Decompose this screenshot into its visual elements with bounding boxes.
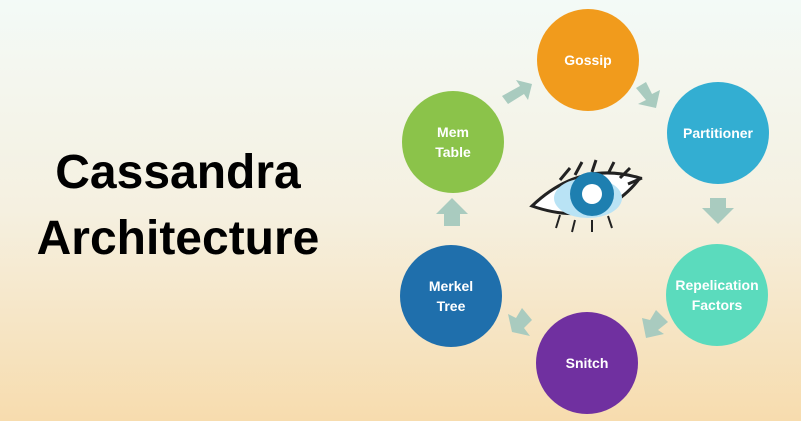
node-snitch: Snitch (536, 312, 638, 414)
arrow-mem-to-gossip (502, 80, 532, 104)
node-label: Gossip (564, 52, 612, 68)
node-label: Merkel (428, 278, 474, 294)
arrow-replication-to-snitch (642, 310, 668, 338)
node-label: Partitioner (682, 125, 753, 141)
arrow-merkel-to-mem (436, 198, 468, 226)
node-label: Repelication (675, 277, 759, 293)
arrow-snitch-to-merkel (508, 308, 532, 336)
node-partitioner: Partitioner (667, 82, 769, 184)
node-label: Tree (436, 298, 466, 314)
page-title: Cassandra Architecture (0, 140, 356, 272)
node-label: Snitch (565, 355, 609, 371)
node-label: Mem (437, 124, 469, 140)
node-label: Factors (691, 297, 743, 313)
arrow-gossip-to-partitioner (636, 82, 660, 108)
cassandra-eye-logo (529, 159, 643, 233)
node-label: Table (435, 144, 471, 160)
arrow-partitioner-to-replication (702, 198, 734, 224)
title-line1: Cassandra (55, 146, 301, 199)
node-gossip: Gossip (537, 9, 639, 111)
title-line2: Architecture (36, 212, 320, 265)
